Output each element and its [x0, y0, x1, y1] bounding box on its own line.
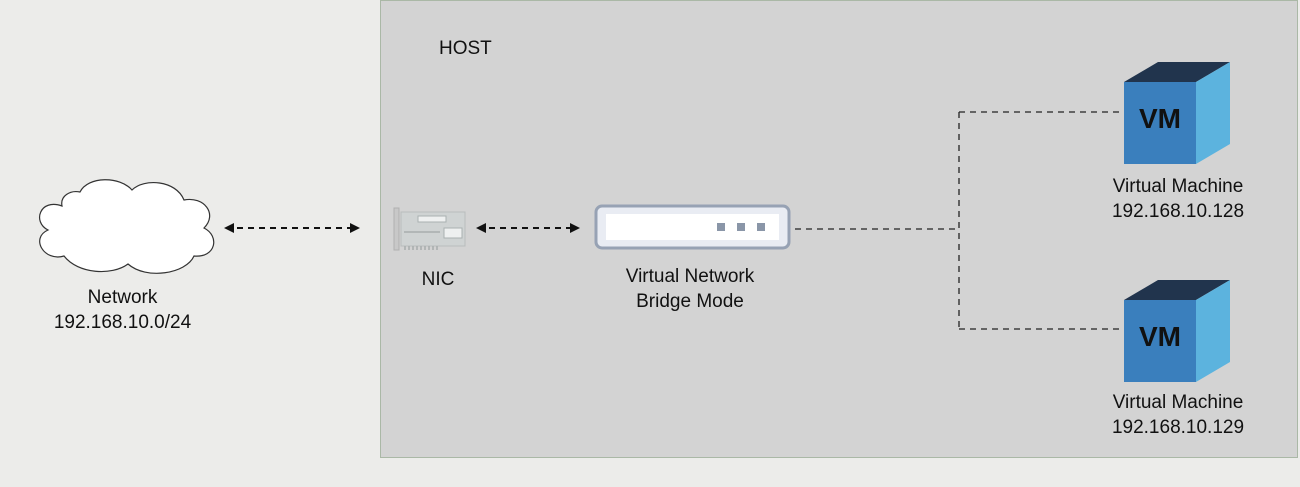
vm-cube-icon: VM — [1124, 62, 1230, 164]
cloud-icon — [39, 179, 215, 274]
network-subnet: 192.168.10.0/24 — [53, 312, 192, 333]
network-switch-icon — [594, 204, 791, 250]
vm-ip: 192.168.10.129 — [1111, 417, 1245, 438]
vm-node: Virtual Machine 192.168.10.128 — [1082, 174, 1274, 224]
network-node: Network 192.168.10.0/24 — [20, 285, 225, 335]
bridge-node: Virtual Network Bridge Mode — [590, 264, 790, 314]
bridge-line1: Virtual Network — [625, 266, 755, 287]
nic-card-icon — [393, 207, 466, 251]
vm-name: Virtual Machine — [1112, 176, 1244, 197]
vm-cube-icon: VM — [1124, 280, 1230, 382]
network-name: Network — [87, 287, 158, 308]
nic-label: NIC — [421, 269, 455, 290]
host-label: HOST — [439, 38, 492, 59]
bridge-line2: Bridge Mode — [636, 291, 744, 312]
vm-name: Virtual Machine — [1112, 392, 1244, 413]
bridge-vm-links — [795, 111, 1124, 330]
vm-badge: VM — [1139, 103, 1181, 134]
vm-node: Virtual Machine 192.168.10.129 — [1082, 390, 1274, 440]
vm-badge: VM — [1139, 321, 1181, 352]
vm-ip: 192.168.10.128 — [1111, 201, 1245, 222]
